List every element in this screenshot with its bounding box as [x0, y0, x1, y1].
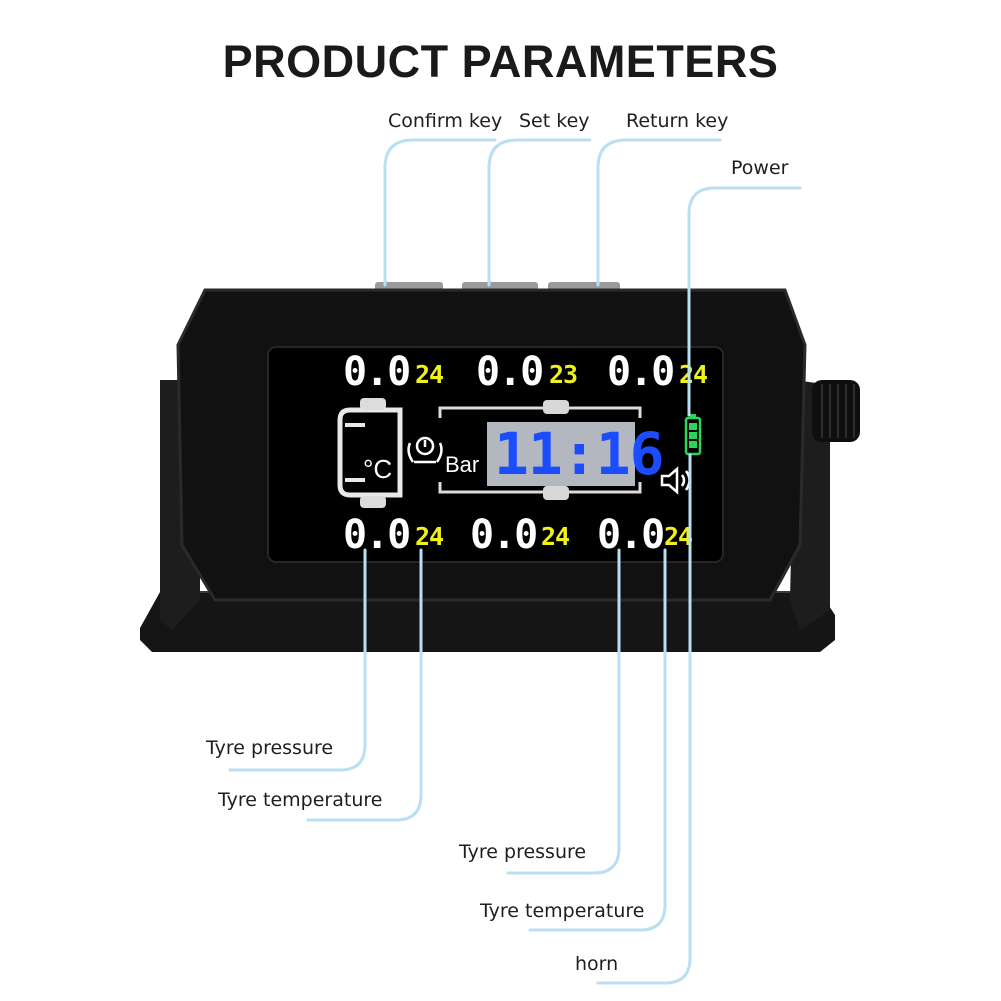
leader-confirm-key [383, 138, 497, 287]
adjustment-knob-icon[interactable] [812, 380, 860, 442]
battery-icon [684, 414, 702, 456]
tire-pressure-warning-icon [407, 436, 443, 464]
mounting-base [140, 592, 835, 652]
horn-label: horn [575, 953, 619, 975]
confirm-key-label: Confirm key [388, 110, 503, 132]
leader-power [687, 186, 802, 417]
return-key-label: Return key [626, 110, 729, 132]
rear-right-temperature: 24 [664, 522, 692, 551]
front-left-pressure: 0.0 [343, 349, 409, 395]
rear-middle-pressure: 0.0 [470, 512, 536, 558]
leader-set-key [487, 138, 592, 287]
tyre-temperature-right-label: Tyre temperature [480, 900, 645, 922]
tyre-temperature-left-label: Tyre temperature [218, 789, 383, 811]
rear-left-pressure: 0.0 [343, 512, 409, 558]
leader-tyre-temperature-left [306, 548, 423, 822]
leader-tyre-temperature-right [528, 548, 667, 932]
leader-return-key [596, 138, 722, 287]
leader-tyre-pressure-left [228, 548, 367, 772]
front-middle-temperature: 23 [549, 360, 577, 389]
clock-panel [487, 422, 635, 486]
front-left-temperature: 24 [415, 360, 443, 389]
pressure-unit: Bar [445, 452, 479, 477]
tyre-pressure-left-label: Tyre pressure [206, 737, 334, 759]
front-right-pressure: 0.0 [607, 349, 673, 395]
set-key-label: Set key [519, 110, 590, 132]
leader-horn [596, 453, 692, 985]
tyre-pressure-right-label: Tyre pressure [459, 841, 587, 863]
celsius-unit: °C [363, 454, 392, 484]
front-middle-pressure: 0.0 [476, 349, 542, 395]
tire-outline-icon [337, 398, 403, 508]
power-label: Power [731, 157, 789, 179]
rear-left-temperature: 24 [415, 522, 443, 551]
rear-right-pressure: 0.0 [597, 512, 663, 558]
clock-display: 11:16 [494, 420, 664, 488]
front-right-temperature: 24 [679, 360, 707, 389]
page-title: PRODUCT PARAMETERS [222, 36, 779, 87]
center-frame [438, 406, 642, 494]
rear-middle-temperature: 24 [541, 522, 569, 551]
leader-tyre-pressure-right [506, 548, 621, 875]
